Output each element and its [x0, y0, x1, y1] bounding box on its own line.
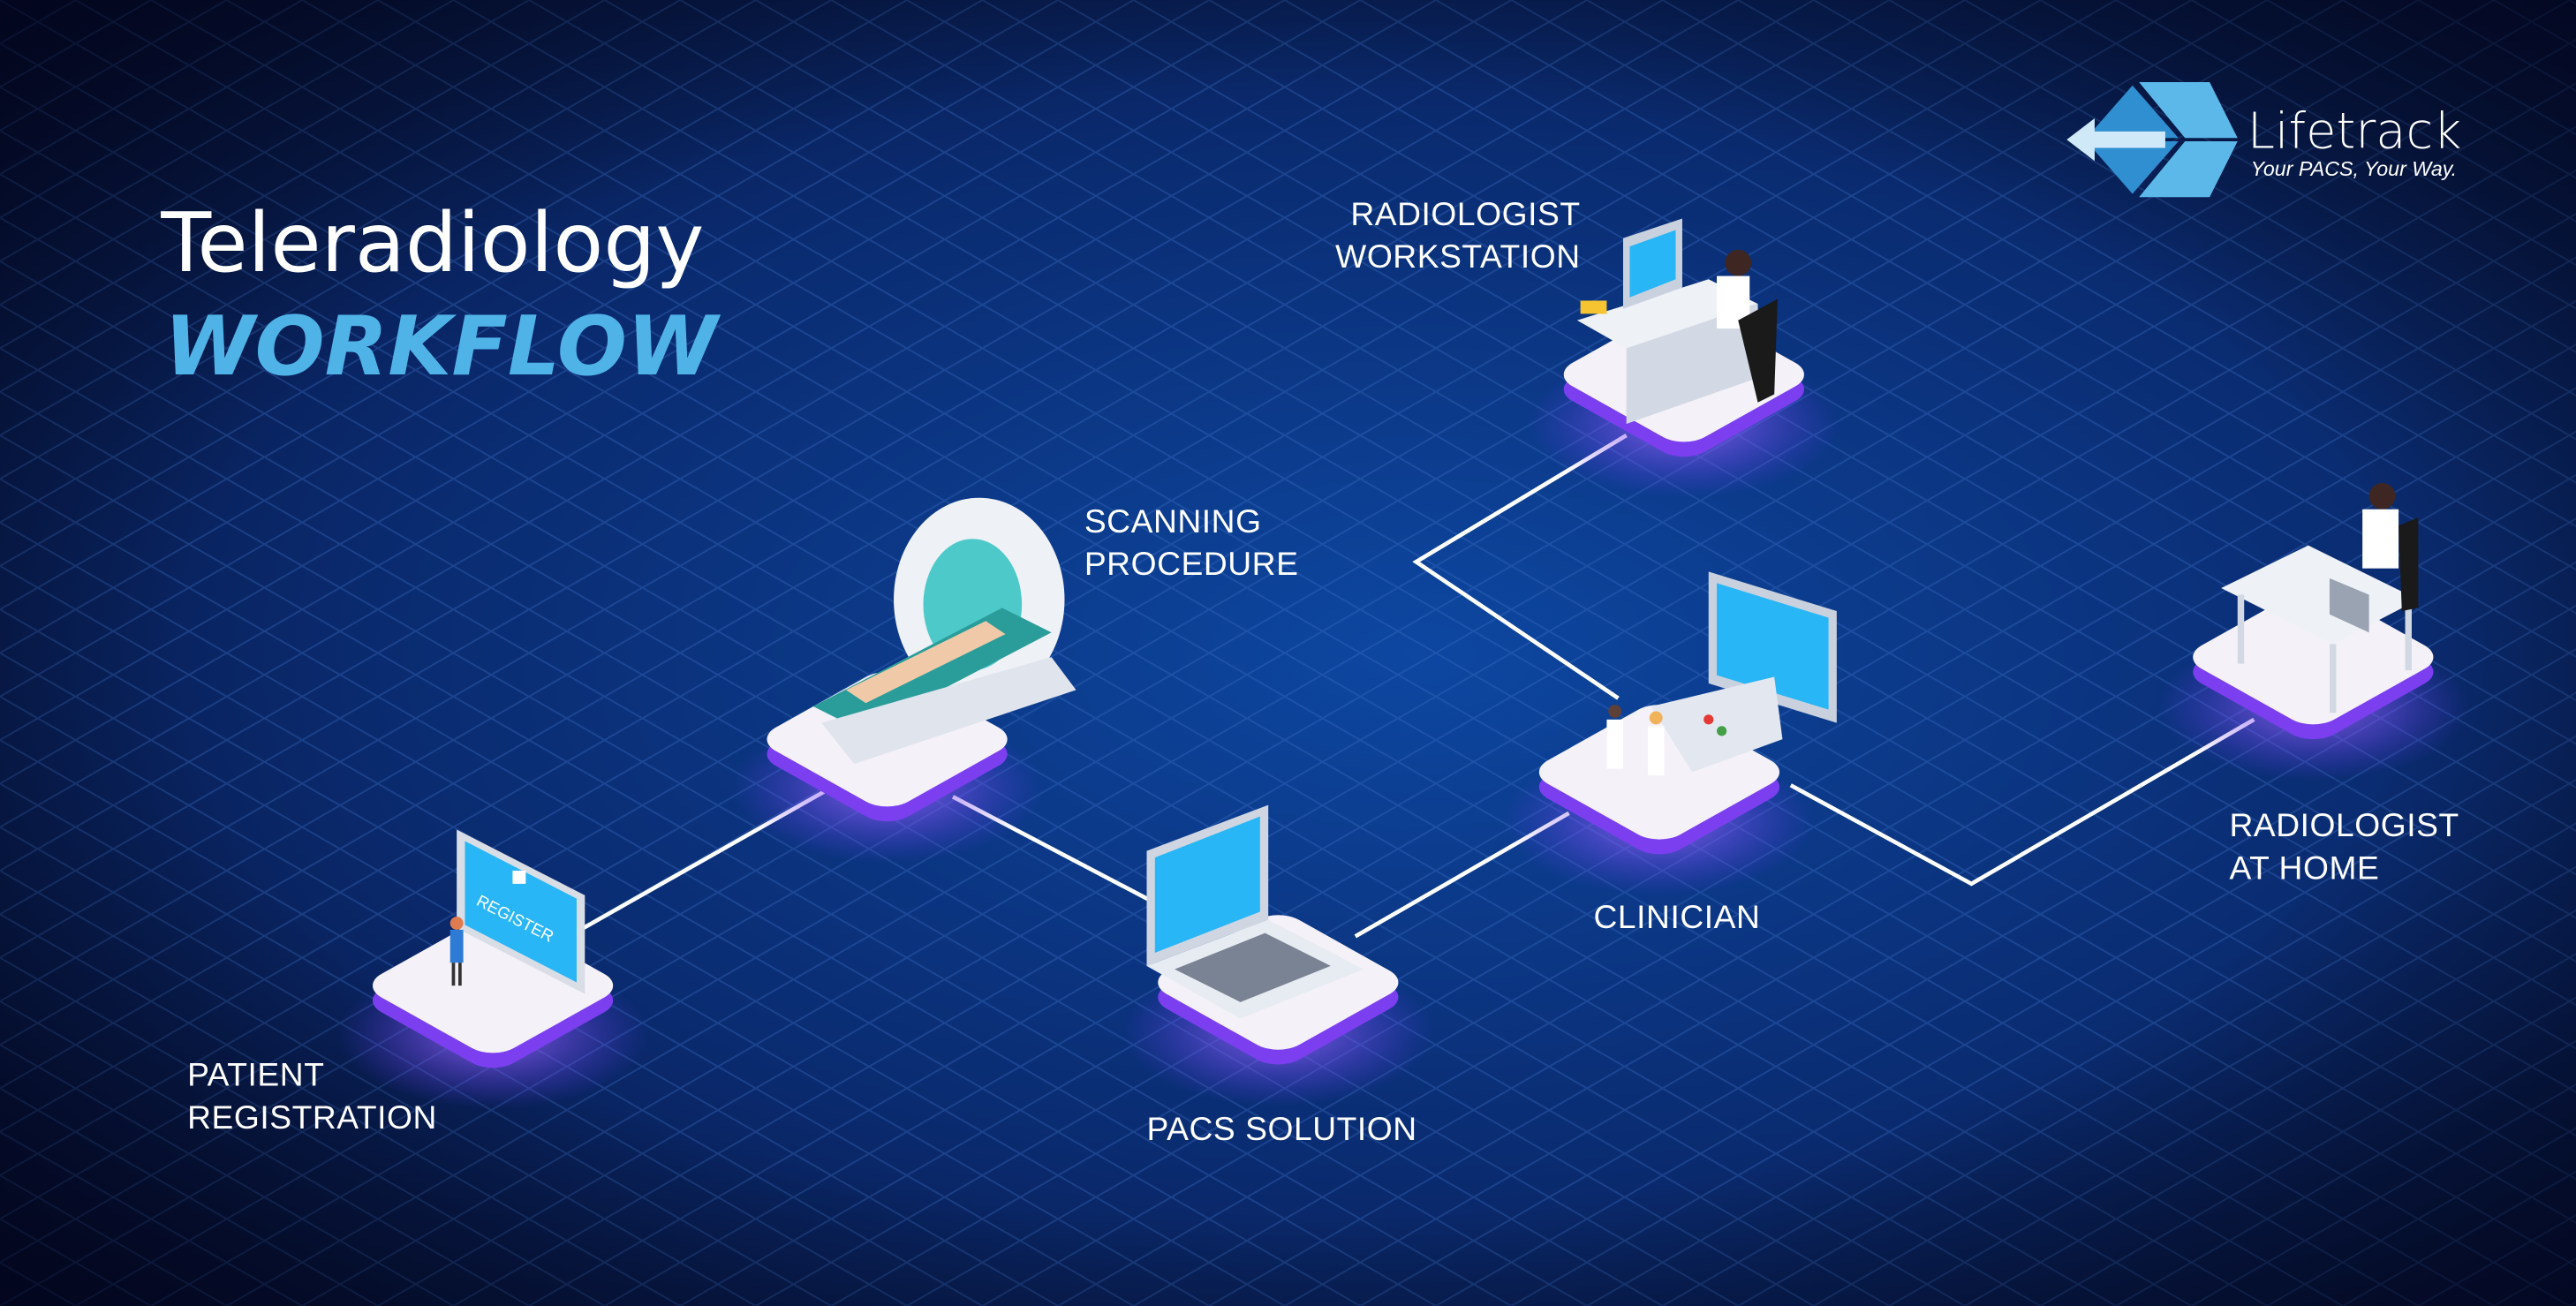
- label-scanning-line1: SCANNING: [1084, 502, 1262, 540]
- label-home-line1: RADIOLOGIST: [2229, 806, 2459, 843]
- logo-tagline: Your PACS, Your Way.: [2251, 157, 2457, 180]
- clinician-console-icon: [1606, 571, 1837, 776]
- node-patient-registration: REGISTER PATIENT REGISTRATION: [187, 829, 649, 1136]
- mri-scanner-icon: [812, 497, 1076, 765]
- node-radiologist-workstation: RADIOLOGIST WORKSTATION: [1335, 195, 1840, 498]
- node-clinician: CLINICIAN: [1503, 571, 1837, 935]
- title-line1: Teleradiology: [160, 195, 704, 291]
- workstation-desk-icon: [1576, 218, 1778, 424]
- label-clinician: CLINICIAN: [1594, 898, 1761, 935]
- node-pacs-solution: PACS SOLUTION: [1122, 804, 1435, 1147]
- label-workstation-line1: RADIOLOGIST: [1350, 195, 1580, 232]
- logo-mark-icon: [2139, 82, 2238, 139]
- label-patient-line1: PATIENT: [187, 1056, 324, 1093]
- home-desk-icon: [2221, 482, 2419, 713]
- logo-name: Lifetrack: [2247, 102, 2462, 160]
- register-kiosk-icon: REGISTER: [449, 829, 585, 994]
- node-radiologist-at-home: RADIOLOGIST AT HOME: [2157, 482, 2470, 886]
- laptop-icon: [1146, 804, 1364, 1019]
- connector-clinician-to-workstation: [1412, 434, 1628, 700]
- title-line2: WORKFLOW: [164, 298, 721, 394]
- lifetrack-logo: Lifetrack Your PACS, Your Way.: [2066, 82, 2462, 198]
- label-workstation-line2: WORKSTATION: [1335, 238, 1580, 275]
- connector-clinician-to-home: [1789, 717, 2255, 887]
- label-scanning-line2: PROCEDURE: [1084, 545, 1299, 582]
- label-pacs: PACS SOLUTION: [1147, 1110, 1417, 1147]
- label-home-line2: AT HOME: [2229, 849, 2379, 886]
- node-scanning-procedure: SCANNING PROCEDURE: [730, 497, 1299, 863]
- label-patient-line2: REGISTRATION: [187, 1098, 437, 1136]
